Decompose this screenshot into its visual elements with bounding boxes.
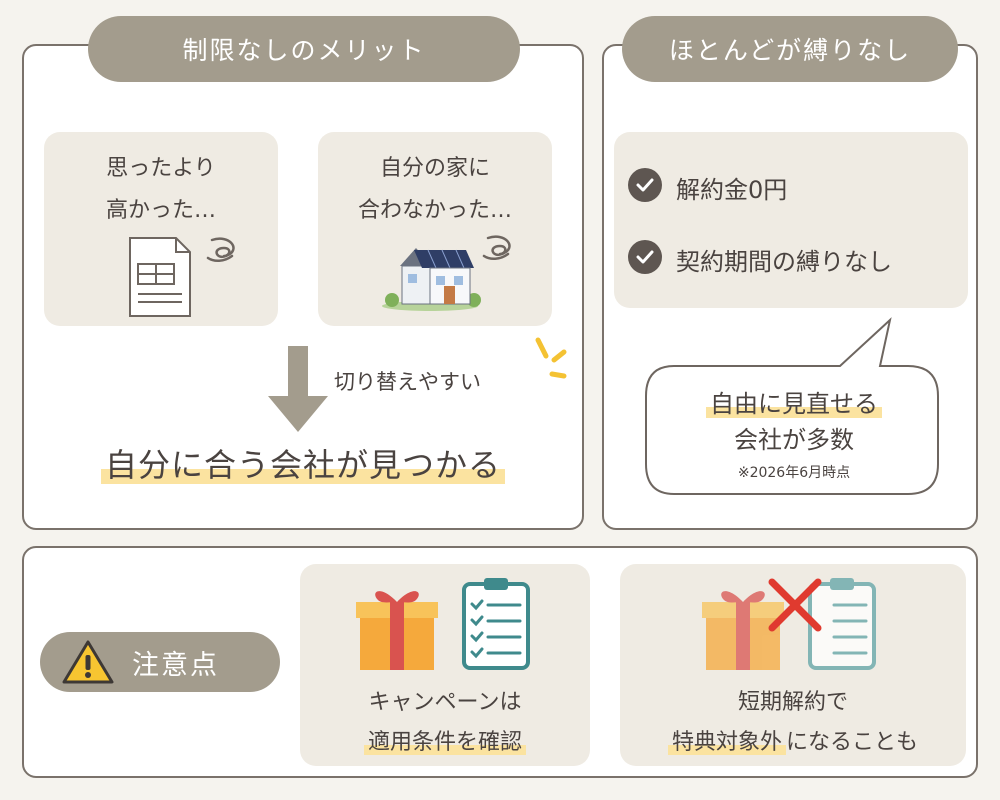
cross-mark-icon	[768, 578, 822, 632]
bubble-note: ※2026年6月時点	[737, 465, 851, 481]
gift-checklist-cross-icon	[702, 578, 876, 670]
sparkle-icon	[535, 337, 567, 379]
merit-title: 制限なしのメリット	[88, 16, 520, 82]
gloom-swirl-icon-2	[482, 235, 511, 260]
gift-box-faded	[702, 591, 784, 670]
check-icon	[628, 168, 662, 202]
bubble-line2: 会社が多数	[734, 426, 854, 454]
caution-card-campaign-line2: 適用条件を確認	[300, 724, 590, 756]
no-binding-title: ほとんどが縛りなし	[622, 16, 958, 82]
no-binding-item-cancel-fee: 解約金0円	[676, 176, 788, 204]
document-icon	[129, 237, 235, 317]
caution-card-campaign-line2-text: 適用条件を確認	[363, 730, 526, 755]
no-binding-card	[614, 132, 968, 308]
merit-card-unsuitable-line1: 自分の家に	[379, 156, 490, 181]
house-illustration	[382, 248, 481, 311]
caution-card-early-cancel-line2-hl: 特典対象外	[667, 730, 786, 755]
gift-box	[356, 591, 438, 670]
caution-card-early-cancel-line2: 特典対象外になることも	[620, 724, 966, 756]
warning-icon	[62, 640, 114, 684]
bubble-line1-text: 自由に見直せる	[706, 390, 882, 418]
caution-title-pill: 注意点	[40, 632, 280, 692]
bubble-line1: 自由に見直せる	[644, 384, 944, 419]
merit-result-text: 自分に合う会社が見つかる	[100, 446, 505, 484]
sparkle-lines	[535, 337, 567, 379]
merit-card-expensive-line1: 思ったより	[106, 156, 216, 181]
solar-house-icon	[382, 235, 511, 311]
checklist-faded	[808, 578, 876, 670]
caution-card-early-cancel-line1: 短期解約で	[737, 690, 848, 715]
caution-title: 注意点	[132, 649, 219, 681]
switch-label: 切り替えやすい	[334, 370, 481, 394]
merit-result: 自分に合う会社が見つかる	[22, 440, 584, 486]
merit-card-expensive-line2: 高かった…	[105, 198, 216, 223]
caution-card-campaign-line1: キャンペーンは	[368, 690, 522, 715]
gloom-swirl-icon	[206, 237, 235, 262]
checklist	[462, 578, 530, 670]
gift-checklist-icon	[356, 578, 530, 670]
check-icon-2	[628, 240, 662, 274]
merit-card-unsuitable-line2: 合わなかった…	[357, 198, 512, 223]
caution-card-early-cancel-line2-rest: になることも	[786, 730, 919, 755]
document-sheet	[129, 237, 191, 317]
no-binding-item-contract-period: 契約期間の縛りなし	[676, 248, 892, 276]
down-arrow-icon	[268, 346, 328, 432]
